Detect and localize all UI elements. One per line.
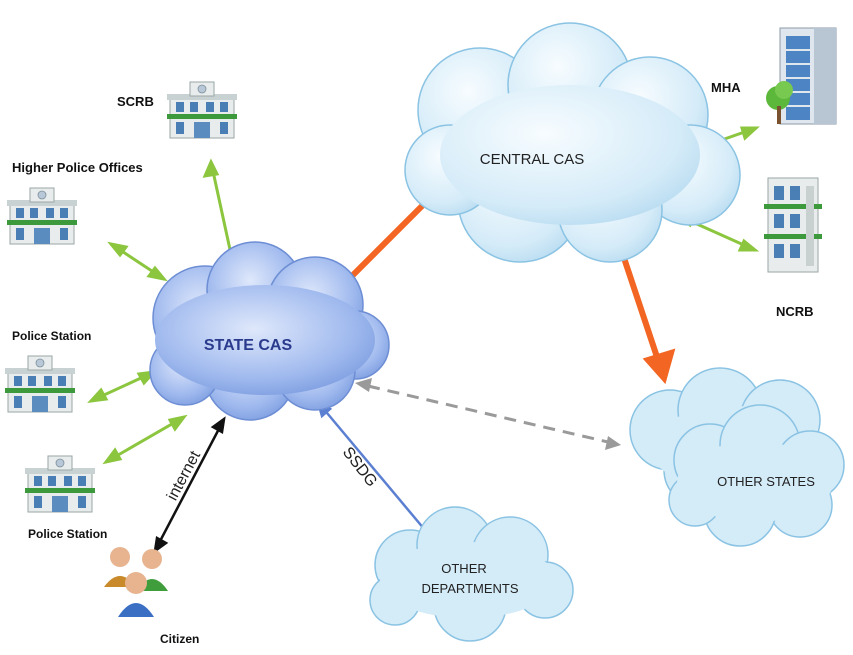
scrb-building-icon bbox=[166, 81, 238, 139]
arrow-state-otherdepts bbox=[315, 399, 437, 545]
higher-police-offices-label: Higher Police Offices bbox=[12, 160, 143, 175]
central-cas-label: CENTRAL CAS bbox=[480, 151, 584, 168]
arrow-central-otherstates bbox=[619, 251, 661, 361]
arrow-state-otherstates bbox=[355, 378, 621, 450]
other-departments-label-line1: OTHER bbox=[441, 561, 487, 576]
citizen-people-icon bbox=[104, 547, 168, 617]
central-cas-cloud bbox=[404, 22, 741, 263]
police-station-1-label: Police Station bbox=[12, 329, 91, 343]
state-cas-cloud bbox=[149, 241, 390, 421]
tree-icon bbox=[766, 81, 793, 124]
higher-police-offices-building-icon bbox=[6, 187, 78, 245]
scrb-label: SCRB bbox=[117, 94, 154, 109]
mha-tower-icon bbox=[766, 27, 837, 125]
state-cas-label: STATE CAS bbox=[204, 337, 293, 354]
other-states-label: OTHER STATES bbox=[717, 474, 815, 489]
ncrb-building-icon bbox=[764, 177, 822, 273]
arrow-state-citizen bbox=[153, 416, 226, 554]
ncrb-label: NCRB bbox=[776, 304, 814, 319]
other-departments-label-line2: DEPARTMENTS bbox=[421, 581, 518, 596]
other-states-clouds bbox=[629, 367, 845, 547]
mha-label: MHA bbox=[711, 80, 741, 95]
police-station-2-building-icon bbox=[24, 455, 96, 513]
citizen-label: Citizen bbox=[160, 632, 199, 646]
police-station-1-building-icon bbox=[4, 355, 76, 413]
police-station-2-label: Police Station bbox=[28, 527, 107, 541]
other-departments-cloud bbox=[369, 506, 574, 642]
